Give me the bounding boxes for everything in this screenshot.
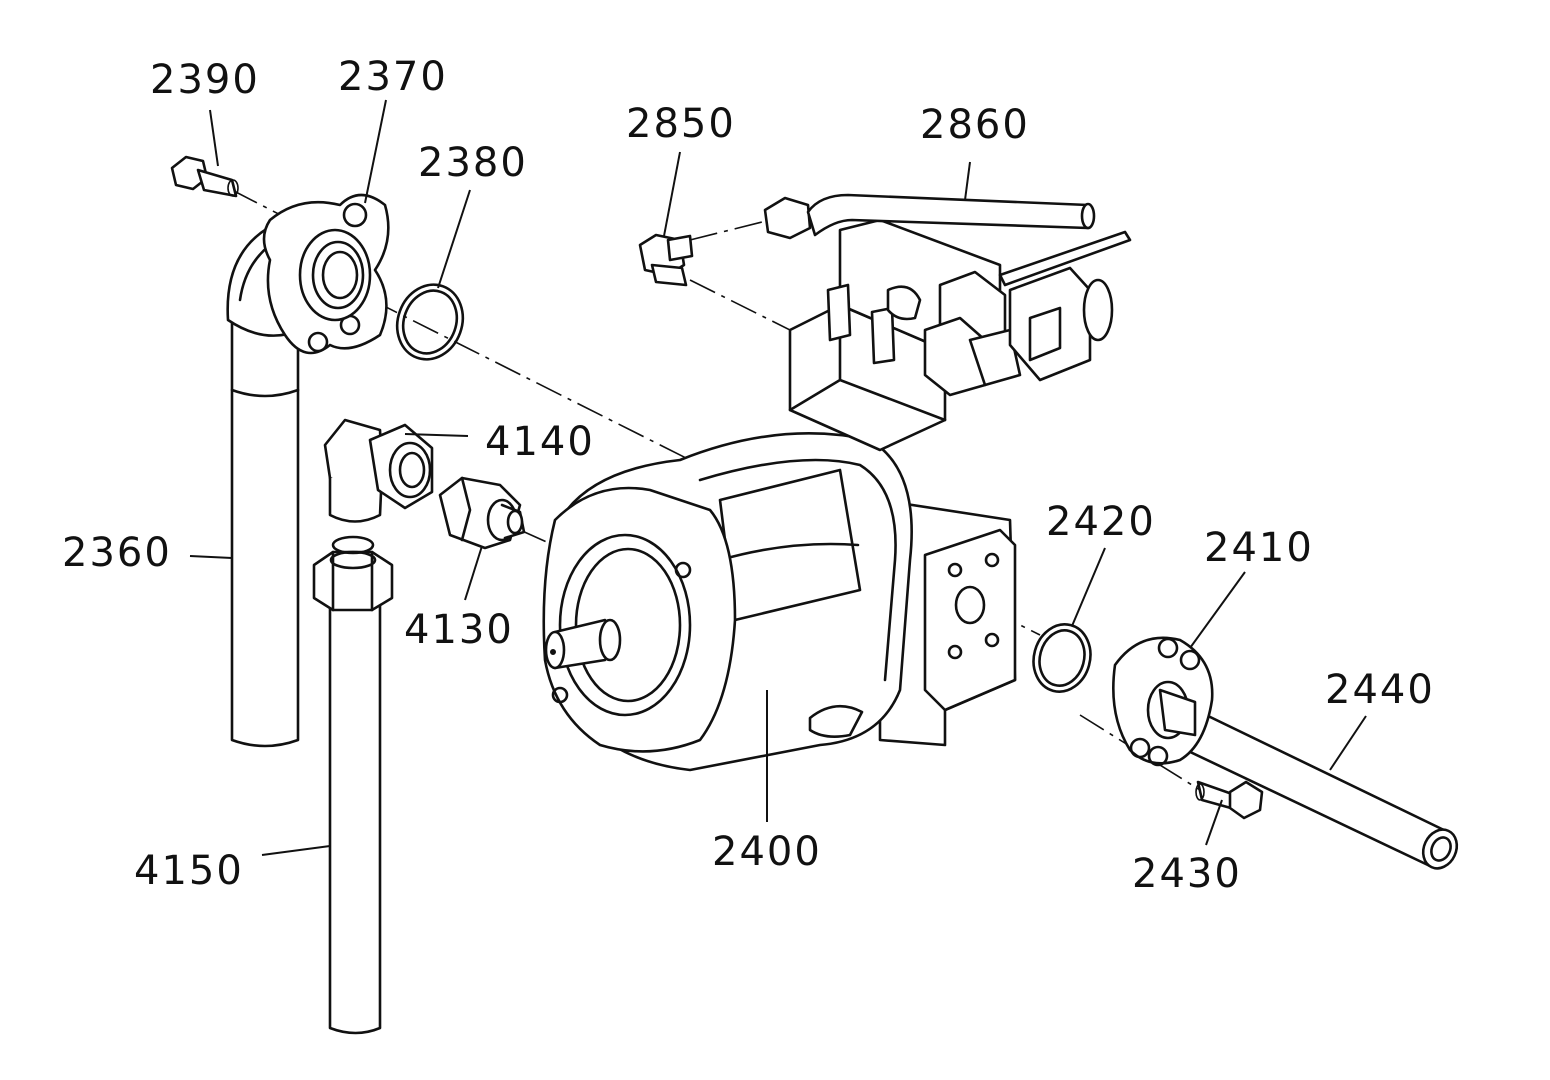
- label-2440: 2440: [1325, 667, 1435, 713]
- part-control-valve: [788, 218, 1132, 452]
- part-4150-tube: [312, 535, 394, 1035]
- label-2850: 2850: [626, 101, 736, 147]
- part-2390-bolt: [170, 155, 239, 198]
- part-2440-tube: [1163, 698, 1459, 870]
- label-4140: 4140: [485, 419, 595, 465]
- part-2860-tube: [763, 193, 1096, 240]
- label-4150: 4150: [134, 848, 244, 894]
- part-4130-union-nut: [438, 476, 526, 550]
- part-2370-flange: [262, 193, 390, 355]
- label-2430: 2430: [1132, 851, 1242, 897]
- leader-lines: [189, 99, 1367, 856]
- label-2410: 2410: [1204, 525, 1314, 571]
- part-2400-pump: [542, 432, 1017, 772]
- part-2850-fitting: [638, 233, 694, 287]
- label-2390: 2390: [150, 57, 260, 103]
- label-4130: 4130: [404, 607, 514, 653]
- part-2420-o-ring: [1032, 623, 1092, 693]
- label-2860: 2860: [920, 102, 1030, 148]
- label-2420: 2420: [1046, 499, 1156, 545]
- part-labels: 2390 2370 2380 2850 2860 4140 2360 4130 …: [62, 54, 1435, 897]
- label-2380: 2380: [418, 140, 528, 186]
- label-2370: 2370: [338, 54, 448, 100]
- label-2360: 2360: [62, 530, 172, 576]
- part-2430-bolt: [1195, 780, 1264, 820]
- part-2380-o-ring: [395, 283, 465, 361]
- part-4140-elbow-fitting: [323, 418, 434, 523]
- part-2410-flange: [1112, 636, 1214, 767]
- label-2400: 2400: [712, 829, 822, 875]
